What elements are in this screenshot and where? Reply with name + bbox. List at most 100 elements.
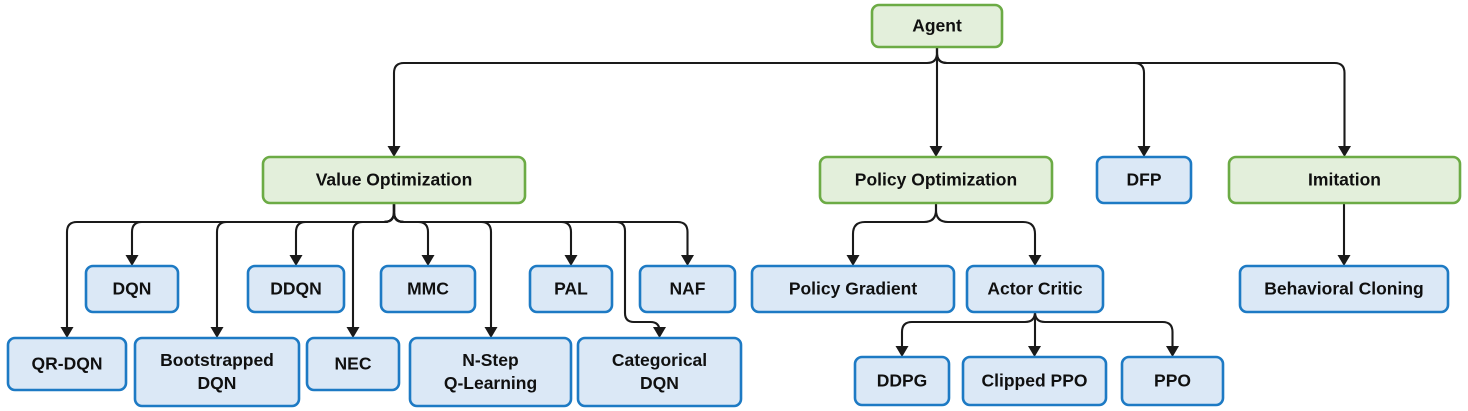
node-ppo[interactable]: PPO: [1120, 355, 1225, 407]
node-box-qr-dqn: [6, 336, 128, 392]
node-box-bootstrapped-dqn: [133, 336, 301, 408]
node-box-mmc: [379, 264, 477, 314]
edge-value-optimization-to-categorical-dqn-arrowhead: [653, 327, 666, 338]
node-label-qr-dqn: QR-DQN: [32, 354, 103, 374]
node-box-clipped-ppo: [961, 355, 1108, 407]
node-label-bootstrapped-dqn: DQN: [198, 373, 237, 393]
node-clipped-ppo[interactable]: Clipped PPO: [961, 355, 1108, 407]
edge-policy-optimization-to-policy-gradient-arrowhead: [846, 255, 860, 266]
node-ddpg[interactable]: DDPG: [853, 355, 951, 407]
connector-layer: [60, 47, 1351, 357]
node-pal[interactable]: PAL: [528, 264, 614, 314]
edge-actor-critic-to-ddpg-arrowhead: [895, 346, 909, 357]
edge-value-optimization-to-bootstrapped-dqn-arrowhead: [210, 327, 224, 338]
node-label-imitation: Imitation: [1308, 170, 1381, 190]
edge-value-optimization-to-qr-dqn-arrowhead: [60, 327, 74, 338]
node-label-categorical-dqn: Categorical: [612, 350, 707, 370]
node-box-dqn: [84, 264, 180, 314]
node-behavioral-cloning[interactable]: Behavioral Cloning: [1238, 264, 1450, 314]
node-label-naf: NAF: [670, 279, 706, 299]
edge-value-optimization-to-pal-arrowhead: [564, 255, 578, 266]
node-label-behavioral-cloning: Behavioral Cloning: [1264, 279, 1423, 299]
node-box-policy-gradient: [750, 264, 956, 314]
edge-agent-to-dfp-arrowhead: [1137, 146, 1151, 157]
edge-agent-to-value-optimization: [392, 47, 939, 146]
node-box-categorical-dqn: [576, 336, 743, 408]
node-label-bootstrapped-dqn: Bootstrapped: [160, 350, 274, 370]
edge-value-optimization-to-ddqn: [294, 203, 396, 255]
node-box-ddpg: [853, 355, 951, 407]
node-box-imitation: [1227, 155, 1462, 205]
edge-value-optimization-to-ddqn-arrowhead: [289, 255, 303, 266]
edge-policy-optimization-to-actor-critic: [934, 203, 1037, 255]
edge-actor-critic-to-ppo: [1033, 311, 1174, 346]
edge-value-optimization-to-pal: [392, 203, 573, 255]
node-box-agent: [870, 3, 1004, 49]
node-box-naf: [638, 264, 737, 314]
node-label-ddpg: DDPG: [877, 371, 928, 391]
edge-actor-critic-to-ppo-arrowhead: [1166, 346, 1179, 357]
edge-value-optimization-to-nec-arrowhead: [346, 327, 360, 338]
node-box-actor-critic: [965, 264, 1105, 314]
node-label-pal: PAL: [554, 279, 588, 299]
node-value-optimization[interactable]: Value Optimization: [261, 155, 527, 205]
node-label-n-step-q-learning: Q-Learning: [444, 373, 537, 393]
node-qr-dqn[interactable]: QR-DQN: [6, 336, 128, 392]
node-box-pal: [528, 264, 614, 314]
node-imitation[interactable]: Imitation: [1227, 155, 1462, 205]
node-label-agent: Agent: [912, 16, 962, 36]
edge-agent-to-imitation-arrowhead: [1338, 146, 1351, 157]
node-box-behavioral-cloning: [1238, 264, 1450, 314]
edge-actor-critic-to-ddpg: [900, 311, 1037, 346]
node-box-policy-optimization: [818, 155, 1054, 205]
node-naf[interactable]: NAF: [638, 264, 737, 314]
node-label-nec: NEC: [335, 354, 372, 374]
edge-value-optimization-to-mmc: [392, 203, 430, 255]
node-label-clipped-ppo: Clipped PPO: [982, 371, 1088, 391]
edge-value-optimization-to-categorical-dqn: [392, 203, 661, 333]
edge-value-optimization-to-n-step-q-learning-arrowhead: [484, 327, 498, 338]
node-label-ppo: PPO: [1154, 371, 1191, 391]
edge-value-optimization-to-naf: [392, 203, 689, 255]
node-label-value-optimization: Value Optimization: [316, 170, 473, 190]
node-box-n-step-q-learning: [408, 336, 573, 408]
node-policy-optimization[interactable]: Policy Optimization: [818, 155, 1054, 205]
node-label-actor-critic: Actor Critic: [987, 279, 1083, 299]
node-label-mmc: MMC: [407, 279, 449, 299]
node-box-ddqn: [246, 264, 346, 314]
node-dqn[interactable]: DQN: [84, 264, 180, 314]
node-label-policy-optimization: Policy Optimization: [855, 170, 1017, 190]
node-actor-critic[interactable]: Actor Critic: [965, 264, 1105, 314]
edge-value-optimization-to-dqn: [130, 203, 396, 255]
node-ddqn[interactable]: DDQN: [246, 264, 346, 314]
node-label-policy-gradient: Policy Gradient: [789, 279, 918, 299]
node-label-n-step-q-learning: N-Step: [462, 350, 518, 370]
node-agent[interactable]: Agent: [870, 3, 1004, 49]
edge-agent-to-imitation: [935, 47, 1346, 146]
edge-value-optimization-to-mmc-arrowhead: [421, 255, 435, 266]
node-label-categorical-dqn: DQN: [640, 373, 679, 393]
node-box-dfp: [1095, 155, 1193, 205]
node-box-nec: [305, 336, 401, 392]
node-box-ppo: [1120, 355, 1225, 407]
edge-policy-optimization-to-actor-critic-arrowhead: [1028, 255, 1042, 266]
node-policy-gradient[interactable]: Policy Gradient: [750, 264, 956, 314]
node-label-dqn: DQN: [113, 279, 152, 299]
edge-imitation-to-behavioral-cloning-arrowhead: [1337, 255, 1351, 266]
edge-actor-critic-to-clipped-ppo-arrowhead: [1028, 346, 1041, 357]
node-nec[interactable]: NEC: [305, 336, 401, 392]
node-box-value-optimization: [261, 155, 527, 205]
edge-value-optimization-to-naf-arrowhead: [681, 255, 694, 266]
node-mmc[interactable]: MMC: [379, 264, 477, 314]
node-label-dfp: DFP: [1127, 170, 1162, 190]
edge-agent-to-policy-optimization-arrowhead: [929, 146, 943, 157]
edge-agent-to-dfp: [935, 47, 1146, 146]
node-dfp[interactable]: DFP: [1095, 155, 1193, 205]
edge-policy-optimization-to-policy-gradient: [851, 203, 938, 255]
